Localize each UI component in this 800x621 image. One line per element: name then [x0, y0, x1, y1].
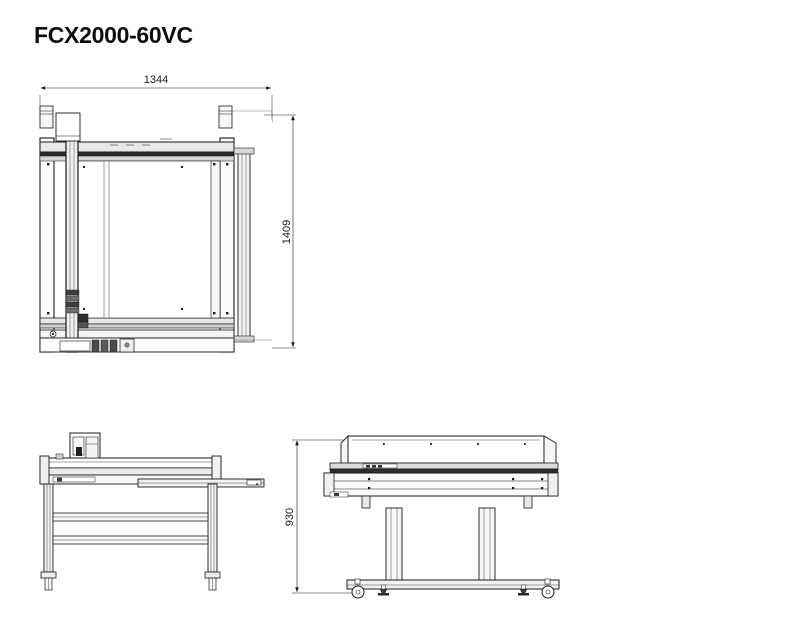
page-title: FCX2000-60VC	[34, 22, 193, 48]
side-view-group	[292, 434, 560, 599]
depth-dimension-label: 1409	[281, 220, 293, 244]
top-view-group	[39, 86, 296, 353]
width-dimension-label: 1344	[144, 74, 168, 86]
height-dimension-930	[292, 439, 352, 594]
height-dimension-label: 930	[284, 508, 296, 526]
front-view-group	[39, 432, 265, 591]
